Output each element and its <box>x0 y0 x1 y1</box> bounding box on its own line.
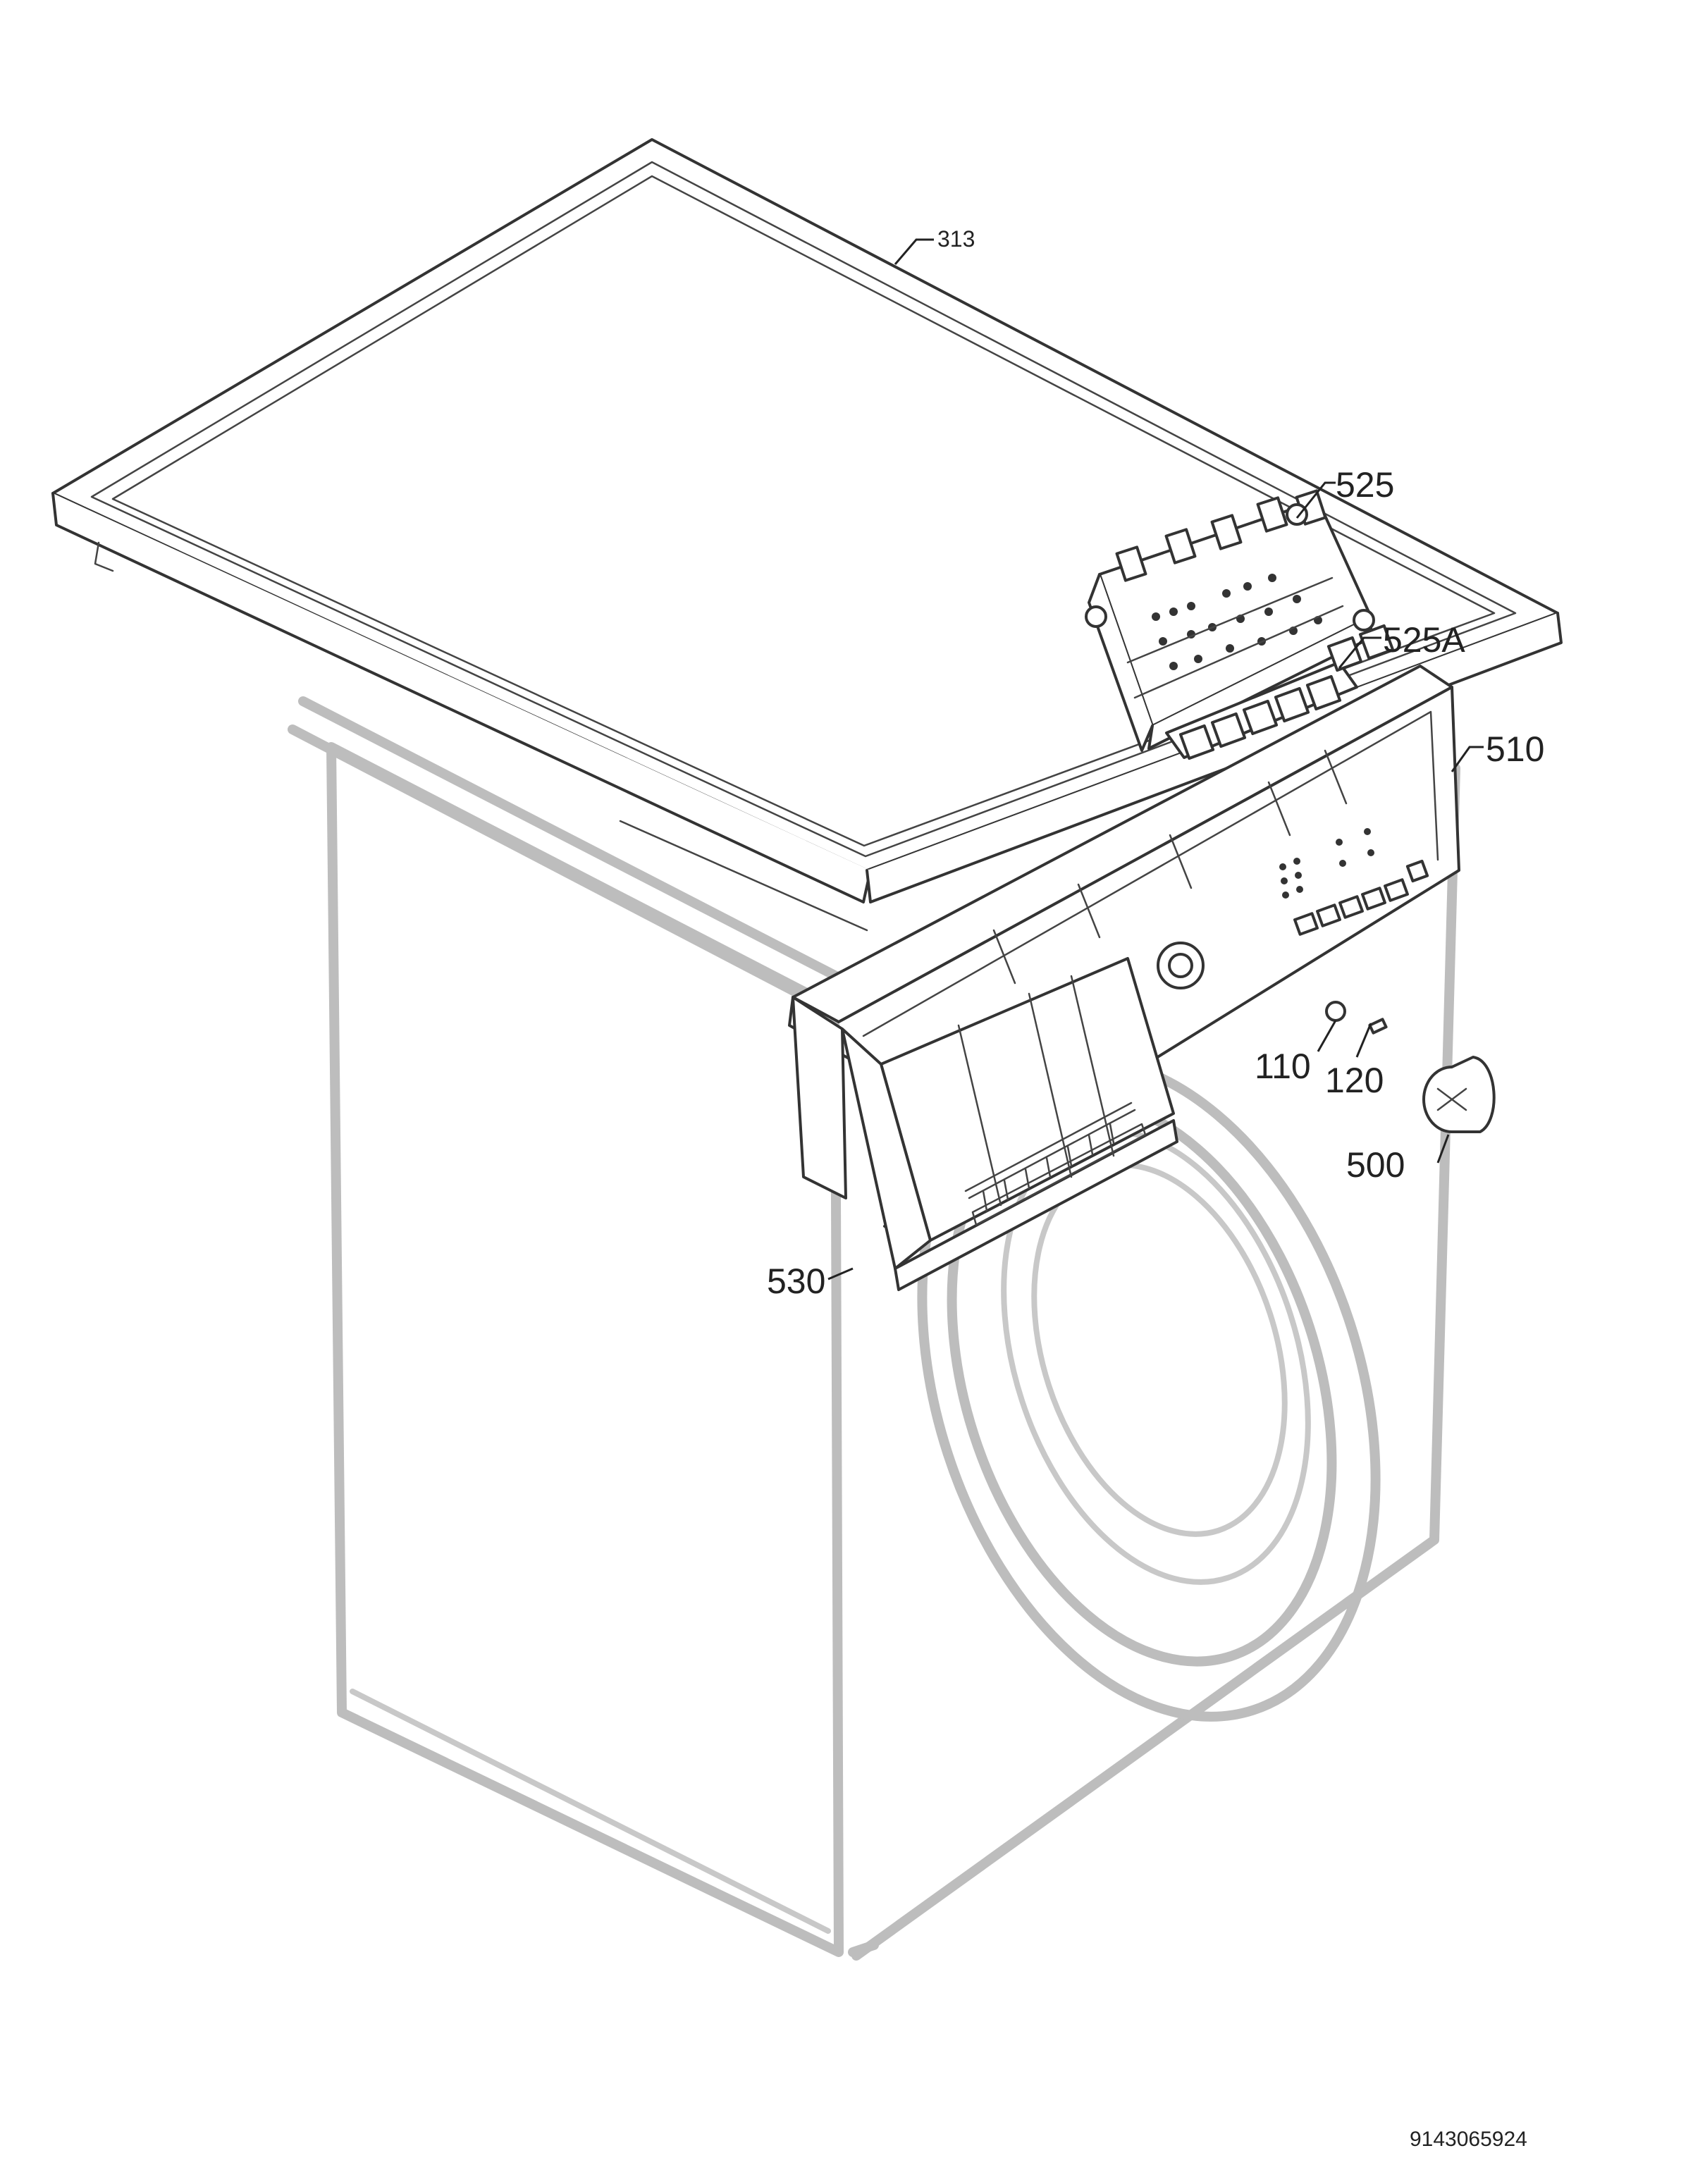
document-number: 9143065924 <box>1410 2128 1527 2151</box>
leader-lines <box>827 238 1484 1281</box>
callout-313: 313 <box>937 226 975 252</box>
knob-500 <box>1422 1056 1496 1133</box>
callout-500: 500 <box>1346 1145 1405 1185</box>
callout-530: 530 <box>767 1261 825 1301</box>
callout-110: 110 <box>1255 1047 1311 1086</box>
push-buttons-525a <box>1165 624 1395 760</box>
spring-120 <box>1368 1018 1388 1035</box>
panel-indicators <box>1279 828 1374 899</box>
callout-120: 120 <box>1325 1061 1384 1100</box>
electronic-board-525 <box>1085 489 1375 752</box>
callout-525: 525 <box>1336 465 1394 505</box>
lens-110 <box>1325 1001 1346 1022</box>
dispenser-drawer-530 <box>792 957 1178 1291</box>
callout-525a: 525A <box>1383 620 1465 660</box>
callout-510: 510 <box>1486 729 1544 769</box>
